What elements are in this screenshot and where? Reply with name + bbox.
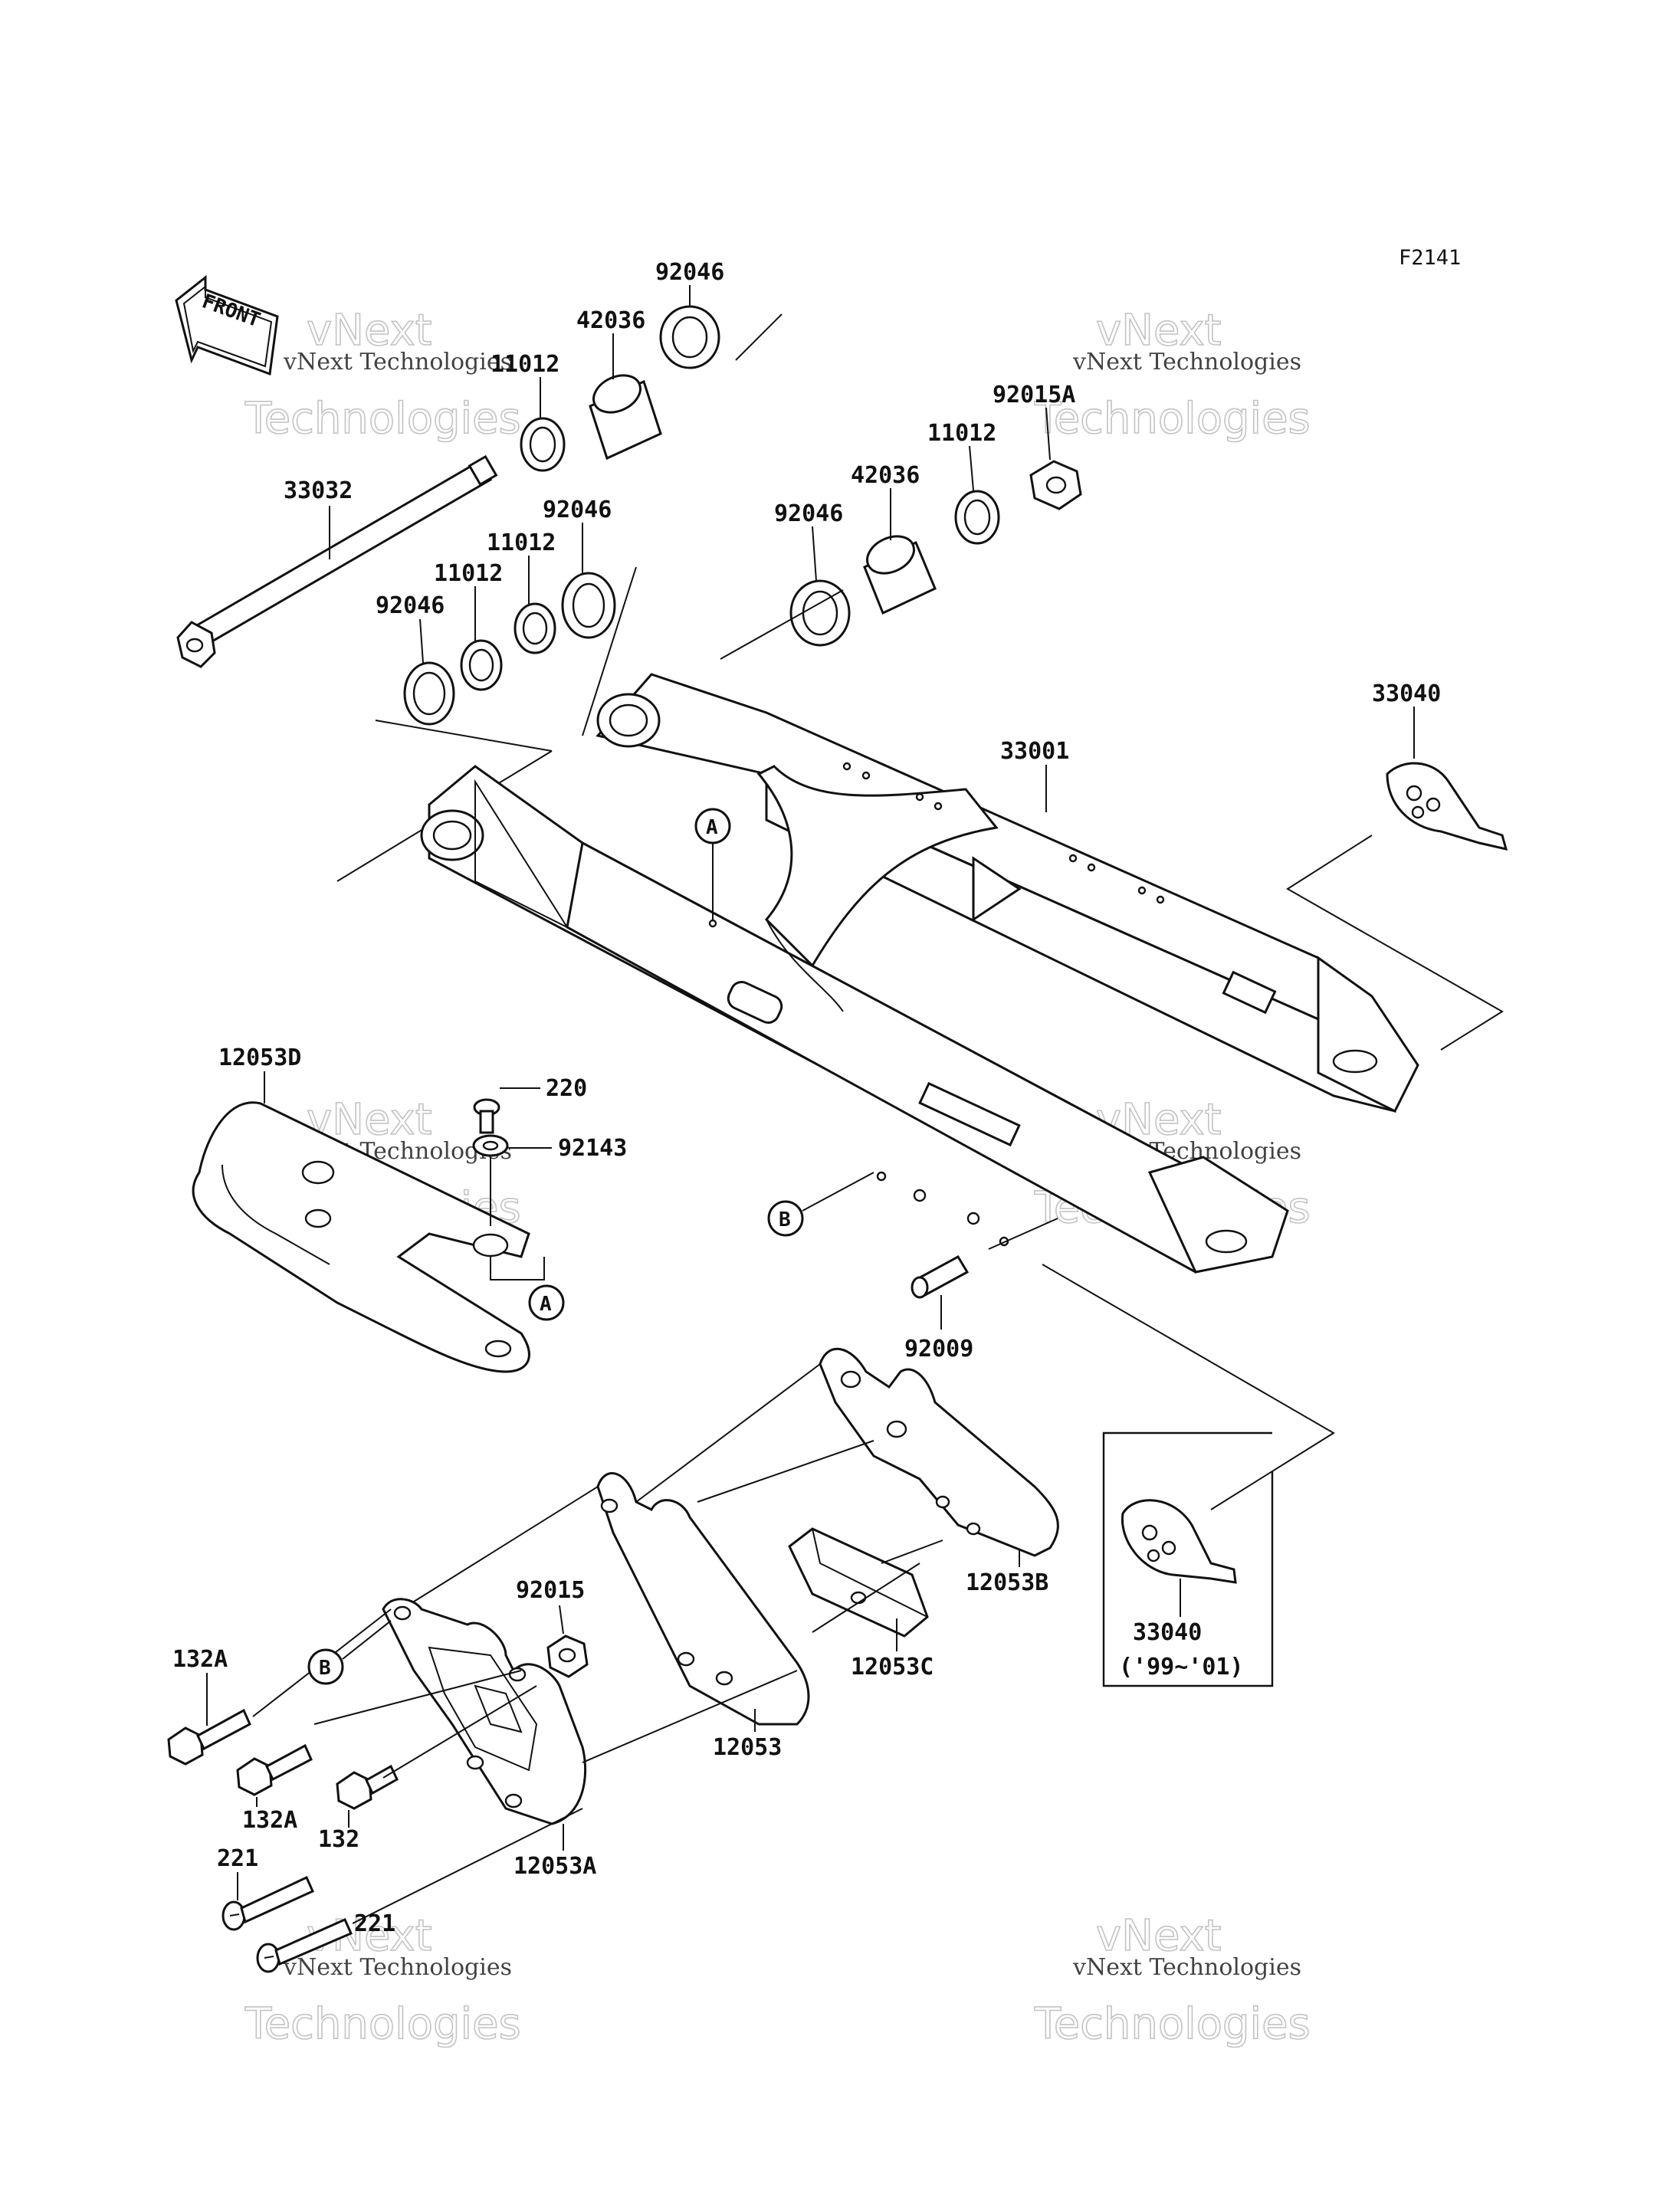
nut-92015	[546, 1635, 589, 1678]
svg-text:B: B	[779, 1208, 791, 1231]
collar-11012-right	[954, 490, 1000, 545]
label-132: 132	[318, 1826, 359, 1853]
label-33032: 33032	[284, 477, 353, 504]
bearing-92046-left	[403, 661, 455, 726]
label-12053: 12053	[713, 1734, 782, 1761]
svg-text:vNext Technologies: vNext Technologies	[283, 349, 512, 375]
label-132A-top: 132A	[172, 1646, 228, 1673]
washer-92143	[472, 1134, 509, 1157]
screw-220	[473, 1098, 500, 1134]
chain-guide-12053D	[192, 1101, 530, 1373]
swingarm-33001	[420, 673, 1419, 1274]
leader-33040-top-frame	[1286, 835, 1504, 1051]
label-221-low: 221	[354, 1910, 395, 1937]
bolt-132A-top	[167, 1708, 251, 1766]
svg-text:Technologies: Technologies	[1034, 1999, 1311, 2049]
svg-text:vNext Technologies: vNext Technologies	[1072, 1954, 1301, 1981]
label-42036-top: 42036	[576, 307, 645, 334]
slider-12053C	[788, 1527, 929, 1638]
label-92046-left: 92046	[376, 592, 445, 619]
pivot-exploded-lines	[336, 313, 844, 882]
bolt-132A-low	[236, 1743, 313, 1796]
label-92143: 92143	[558, 1135, 627, 1162]
label-92015A: 92015A	[993, 382, 1075, 408]
svg-text:A: A	[540, 1293, 552, 1316]
watermark-top-left: vNext vNext Technologies Technologies	[244, 305, 521, 444]
svg-text:vNext: vNext	[1096, 306, 1222, 356]
callout-B-upper: B	[767, 1172, 874, 1237]
front-arrow-icon: FRONT	[175, 274, 279, 376]
chain-guide-12053B	[819, 1347, 1059, 1557]
bolt-132	[336, 1764, 399, 1810]
label-11012-right: 11012	[927, 420, 996, 447]
watermark-bottom-left: vNext vNext Technologies Technologies	[244, 1910, 521, 2050]
label-92046-top: 92046	[655, 259, 724, 286]
label-92046-mid: 92046	[543, 497, 612, 523]
svg-text:vNext: vNext	[307, 306, 432, 356]
label-12053A: 12053A	[514, 1853, 596, 1880]
watermark-bottom-right: vNext vNext Technologies Technologies	[1033, 1910, 1311, 2050]
label-132A-low: 132A	[242, 1807, 297, 1834]
callout-A-upper: A	[694, 808, 731, 920]
label-33040-top: 33040	[1372, 680, 1441, 707]
label-220: 220	[546, 1075, 587, 1102]
collar-11012-top	[520, 417, 566, 472]
watermark-top-right: vNext vNext Technologies Technologies	[1033, 305, 1311, 444]
label-42036-right: 42036	[851, 462, 920, 489]
sleeve-42036-top	[589, 374, 662, 461]
svg-text:vNext Technologies: vNext Technologies	[1072, 349, 1301, 375]
label-11012-top: 11012	[491, 351, 559, 378]
label-33001: 33001	[1000, 738, 1069, 765]
label-92046-right: 92046	[774, 500, 843, 527]
label-92015: 92015	[516, 1577, 585, 1604]
label-12053D: 12053D	[218, 1044, 301, 1071]
bearing-92046-mid	[561, 572, 616, 639]
label-92009: 92009	[904, 1336, 973, 1362]
bearing-92046-top	[659, 305, 720, 369]
label-11012-mid: 11012	[487, 530, 556, 556]
bracket-A-lower	[490, 1257, 545, 1280]
screw-221-low	[256, 1918, 353, 1973]
screw-221-top	[221, 1875, 314, 1931]
label-221-top: 221	[217, 1845, 258, 1872]
callout-A-lower: A	[528, 1284, 565, 1321]
part-labels: 92046 42036 11012 92015A 11012 42036 920…	[172, 259, 1441, 1937]
svg-text:Technologies: Technologies	[244, 1999, 521, 2049]
leader-arm-to-33040	[1042, 1264, 1335, 1510]
pivot-shaft-33032	[176, 454, 498, 668]
collar-11012-mid	[460, 639, 503, 691]
bearing-92046-right	[789, 579, 851, 647]
pin-92009	[911, 1254, 970, 1299]
label-12053C: 12053C	[851, 1654, 934, 1681]
chain-guide-12053A	[382, 1598, 587, 1825]
diagram-code: F2141	[1399, 246, 1461, 270]
svg-text:Technologies: Technologies	[1034, 394, 1311, 444]
sleeve-42036-right	[863, 535, 937, 615]
svg-text:vNext: vNext	[1096, 1911, 1222, 1961]
label-12053B: 12053B	[966, 1569, 1048, 1596]
svg-text:A: A	[706, 816, 718, 839]
label-11012-low: 11012	[434, 560, 503, 587]
chain-guide-12053	[596, 1472, 810, 1726]
label-33040-bottom: 33040	[1133, 1619, 1202, 1646]
years-box: 33040 ('99~'01)	[1102, 1431, 1274, 1687]
collar-11012-low	[514, 602, 556, 654]
years-note: ('99~'01)	[1119, 1654, 1244, 1681]
adjuster-plate-33040-top	[1386, 762, 1508, 851]
nut-92015A	[1029, 460, 1082, 510]
svg-text:vNext Technologies: vNext Technologies	[283, 1954, 512, 1981]
svg-text:Technologies: Technologies	[244, 394, 521, 444]
svg-text:B: B	[319, 1657, 331, 1680]
callout-B-lower: B	[307, 1620, 392, 1685]
leader-92009-up	[988, 1218, 1058, 1250]
